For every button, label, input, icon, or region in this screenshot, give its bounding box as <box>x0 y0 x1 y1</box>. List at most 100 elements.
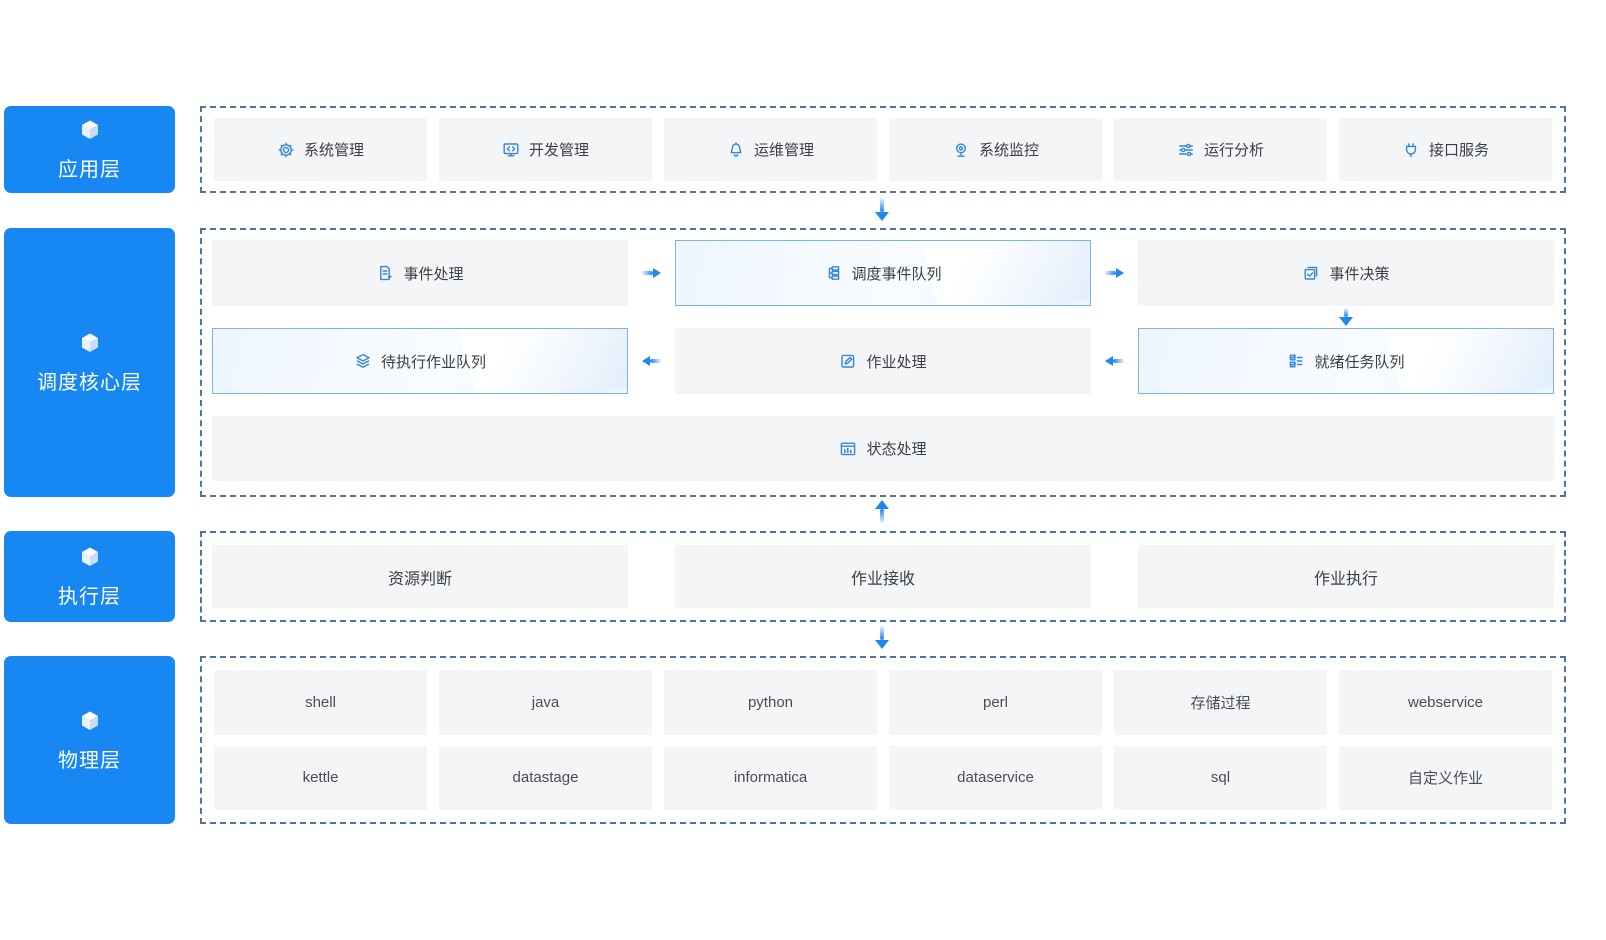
node-event-decision: 事件决策 <box>1138 240 1554 306</box>
node-schedule-event-queue: 调度事件队列 <box>675 240 1091 306</box>
flow-cell <box>1091 328 1138 394</box>
flow-arrow-down-icon <box>1339 308 1353 326</box>
node-sql: sql <box>1114 745 1327 810</box>
node-informatica: informatica <box>664 745 877 810</box>
node-label: kettle <box>302 769 339 787</box>
node-label: 系统管理 <box>303 142 364 159</box>
layer-label-scheduling: 调度核心层 <box>4 228 175 497</box>
flow-cell <box>628 240 675 306</box>
node-label: 运行分析 <box>1203 142 1264 159</box>
node-label: 就绪任务队列 <box>1314 353 1405 371</box>
node-kettle: kettle <box>214 745 427 810</box>
flow-cell <box>1091 240 1138 306</box>
flow-arrow-up-icon <box>875 500 889 523</box>
webcam-icon <box>955 142 966 157</box>
node-status-processing: 状态处理 <box>212 416 1554 481</box>
node-interface-service: 接口服务 <box>1339 118 1552 181</box>
cube-icon <box>81 547 98 566</box>
node-system-monitoring: 系统监控 <box>889 118 1102 181</box>
node-label: 自定义作业 <box>1407 770 1483 788</box>
node-job-execution: 作业执行 <box>1138 545 1554 608</box>
node-label: 状态处理 <box>866 441 927 458</box>
node-run-analysis: 运行分析 <box>1114 118 1327 181</box>
node-label: 系统监控 <box>978 142 1039 159</box>
document-plus-icon <box>380 265 393 281</box>
node-label: shell <box>305 693 336 711</box>
node-label: sql <box>1210 769 1231 787</box>
task-list-icon <box>1290 354 1303 368</box>
node-perl: perl <box>889 670 1102 735</box>
spacer <box>212 306 628 328</box>
node-label: 事件处理 <box>403 265 464 283</box>
flow-arrow-left-icon <box>1105 356 1124 366</box>
layer-label-application: 应用层 <box>4 106 175 193</box>
dev-monitor-icon <box>503 142 519 156</box>
node-label: 待执行作业队列 <box>380 353 486 371</box>
node-system-management: 系统管理 <box>214 118 427 181</box>
node-label: 事件决策 <box>1329 265 1390 283</box>
application-layer-container: 系统管理 开发管理 运维管理 系统监控 <box>200 106 1566 193</box>
decision-check-icon <box>1304 266 1318 280</box>
node-label: perl <box>982 693 1008 711</box>
edit-square-icon <box>841 354 855 368</box>
node-label: 接口服务 <box>1428 142 1489 159</box>
node-label: 运维管理 <box>753 142 814 159</box>
flow-arrow-left-icon <box>642 356 661 366</box>
node-datastage: datastage <box>439 745 652 810</box>
node-event-processing: 事件处理 <box>212 240 628 306</box>
sliders-icon <box>1179 143 1193 156</box>
queue-tree-icon <box>829 266 840 280</box>
layer-label-text: 应用层 <box>58 159 121 181</box>
node-stored-procedure: 存储过程 <box>1114 670 1327 735</box>
flow-arrow-right-icon <box>642 268 661 278</box>
cube-icon <box>81 120 98 139</box>
layer-label-text: 执行层 <box>58 586 121 608</box>
layer-label-execution: 执行层 <box>4 531 175 622</box>
node-label: webservice <box>1407 693 1484 711</box>
gear-icon <box>278 142 294 157</box>
flow-arrow-right-icon <box>1105 268 1124 278</box>
spacer <box>1091 306 1138 328</box>
node-label: 作业执行 <box>1313 570 1378 588</box>
node-label: java <box>531 693 560 711</box>
node-label: datastage <box>512 769 579 787</box>
node-ready-task-queue: 就绪任务队列 <box>1138 328 1554 394</box>
layer-label-physical: 物理层 <box>4 656 175 824</box>
layers-stack-icon <box>356 353 370 368</box>
scheduling-layer-container: 事件处理 调度事件队列 事件决策 <box>200 228 1566 497</box>
node-label: dataservice <box>957 769 1034 787</box>
physical-layer-container: shell java python perl 存储过程 webservice k… <box>200 656 1566 824</box>
spacer <box>628 306 675 328</box>
node-java: java <box>439 670 652 735</box>
node-label: 作业处理 <box>866 353 927 371</box>
spacer <box>212 394 628 416</box>
node-job-processing: 作业处理 <box>675 328 1091 394</box>
flow-arrow-down-icon <box>875 198 889 221</box>
node-resource-judgement: 资源判断 <box>212 545 628 608</box>
node-shell: shell <box>214 670 427 735</box>
spacer <box>1138 394 1554 416</box>
node-label: informatica <box>733 769 808 787</box>
node-label: 调度事件队列 <box>851 265 942 283</box>
node-label: 存储过程 <box>1190 694 1251 712</box>
node-pending-job-queue: 待执行作业队列 <box>212 328 628 394</box>
flow-arrow-down-icon <box>875 626 889 649</box>
flow-cell <box>628 328 675 394</box>
alarm-bell-icon <box>730 141 742 157</box>
cube-icon <box>81 333 98 352</box>
node-dataservice: dataservice <box>889 745 1102 810</box>
node-label: 作业接收 <box>850 570 915 588</box>
spacer <box>1091 394 1138 416</box>
node-custom-job: 自定义作业 <box>1339 745 1552 810</box>
execution-layer-container: 资源判断 作业接收 作业执行 <box>200 531 1566 622</box>
cube-icon <box>81 711 98 730</box>
spacer <box>675 394 1091 416</box>
node-label: 资源判断 <box>387 570 452 588</box>
node-label: 开发管理 <box>528 142 589 159</box>
node-python: python <box>664 670 877 735</box>
layer-label-text: 调度核心层 <box>37 372 142 394</box>
plug-icon <box>1405 142 1417 157</box>
status-chart-icon <box>841 442 856 455</box>
node-webservice: webservice <box>1339 670 1552 735</box>
